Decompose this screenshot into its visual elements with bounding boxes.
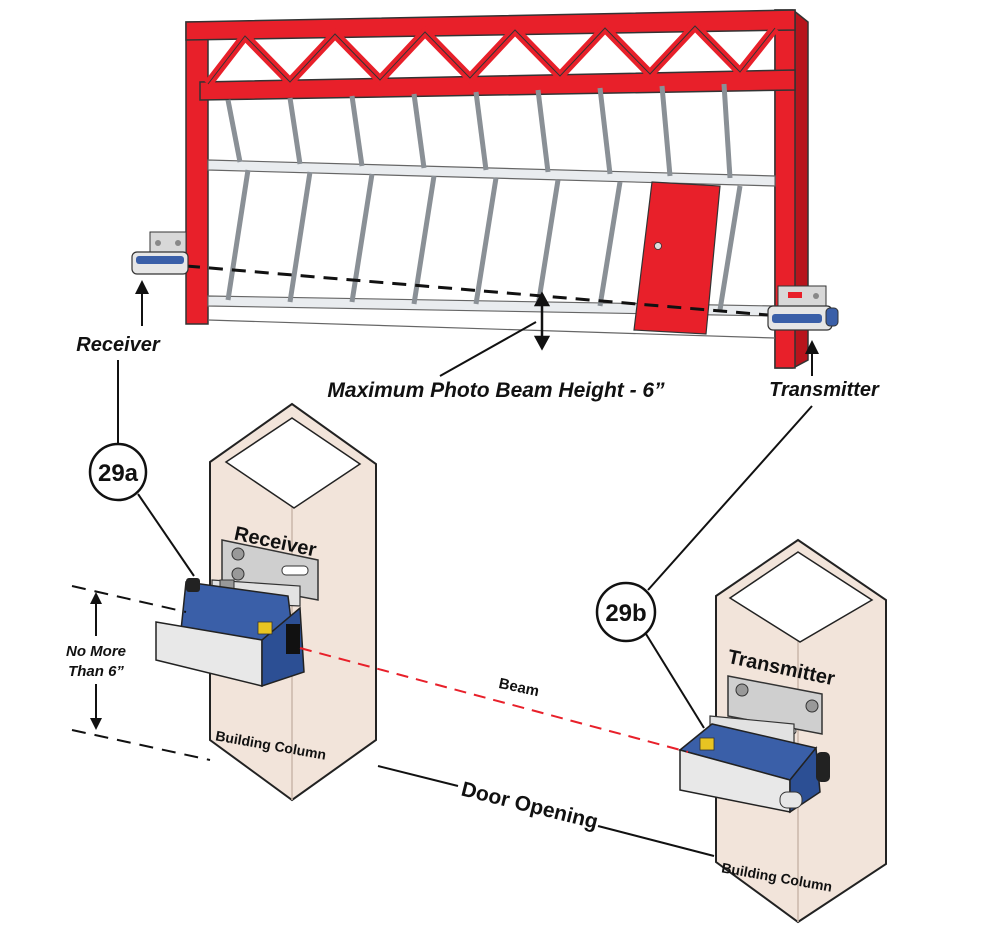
receiver-sensor: [155, 539, 319, 688]
no-more-line1: No More: [66, 643, 126, 660]
transmitter-label-top: Transmitter: [769, 379, 880, 401]
svg-text:29b: 29b: [605, 600, 646, 627]
transmitter-pointer: [805, 340, 819, 376]
door-opening-line-right: [597, 825, 715, 857]
right-building-column: [715, 538, 887, 924]
no-more-line2: Than 6”: [68, 663, 124, 680]
photo-beam-line: [185, 264, 781, 318]
receiver-sensor-top: [131, 231, 189, 275]
door-illustration: [131, 9, 839, 369]
receiver-label-top: Receiver: [76, 334, 161, 356]
callout-29b: 29b: [595, 581, 657, 643]
receiver-pointer: [135, 280, 149, 326]
red-beam: [299, 647, 689, 753]
callout-b-pointer: [645, 633, 705, 729]
callout-a-pointer: [137, 493, 195, 577]
max-height-leader: [439, 321, 537, 377]
svg-text:29a: 29a: [98, 460, 139, 487]
walk-door: [633, 181, 721, 335]
door-opening-label: Door Opening: [459, 778, 600, 834]
no-more-than-dimension: [54, 585, 211, 761]
beam-label: Beam: [497, 675, 541, 700]
door-opening-line-left: [377, 765, 459, 787]
height-arrow: [533, 291, 551, 351]
callout-29a: 29a: [88, 442, 148, 502]
transmitter-sensor: [678, 675, 830, 814]
callout-b-leader: [647, 405, 813, 591]
max-height-label: Maximum Photo Beam Height - 6”: [327, 379, 665, 402]
transmitter-sensor-top: [767, 285, 839, 331]
